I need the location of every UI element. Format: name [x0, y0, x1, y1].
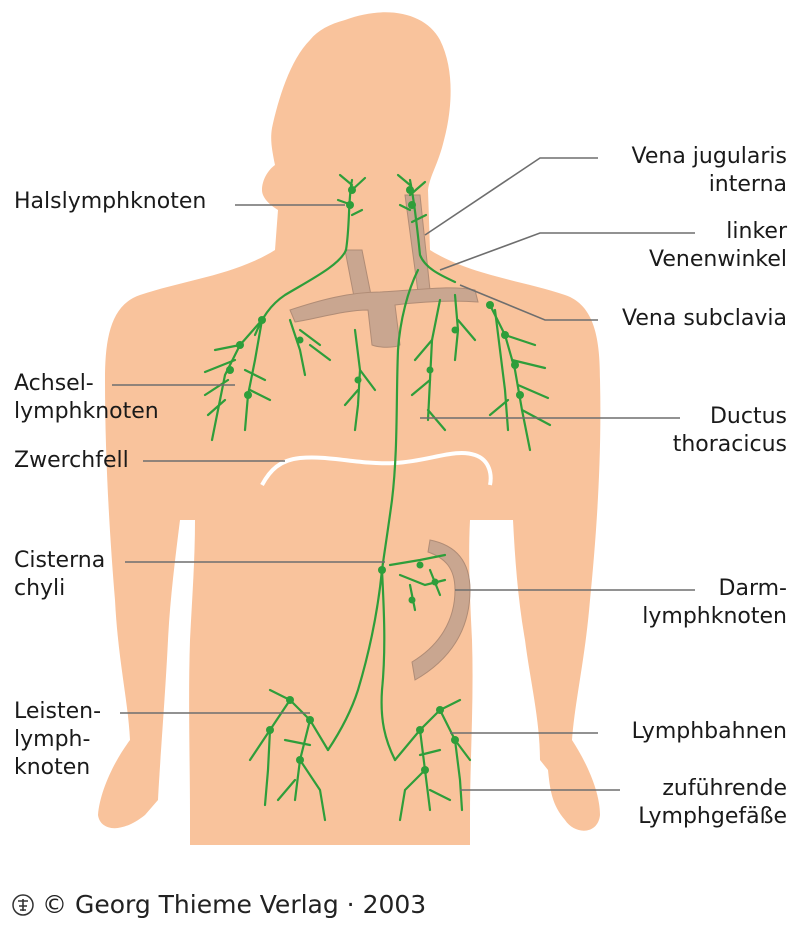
label-halslymphknoten: Halslymphknoten	[14, 188, 206, 216]
label-zufuehrende-lymphgefaesse: zuführendeLymphgefäße	[638, 775, 787, 831]
label-ductus-thoracicus: Ductusthoracicus	[673, 403, 787, 459]
copyright-footer: © Georg Thieme Verlag · 2003	[12, 890, 426, 919]
label-lymphbahnen: Lymphbahnen	[632, 718, 787, 746]
thieme-logo-icon	[12, 894, 34, 916]
label-leistenlymphknoten: Leisten-lymph-knoten	[14, 698, 101, 782]
label-cisterna-chyli: Cisternachyli	[14, 547, 105, 603]
label-darmlymphknoten: Darm-lymphknoten	[642, 575, 787, 631]
copyright-text: © Georg Thieme Verlag · 2003	[42, 890, 426, 919]
label-vena-subclavia: Vena subclavia	[622, 305, 787, 333]
label-vena-jugularis-interna: Vena jugularisinterna	[632, 143, 787, 199]
label-achsellymphknoten: Achsel-lymphknoten	[14, 370, 159, 426]
label-linker-venenwinkel: linkerVenenwinkel	[649, 218, 787, 274]
label-zwerchfell: Zwerchfell	[14, 447, 129, 475]
